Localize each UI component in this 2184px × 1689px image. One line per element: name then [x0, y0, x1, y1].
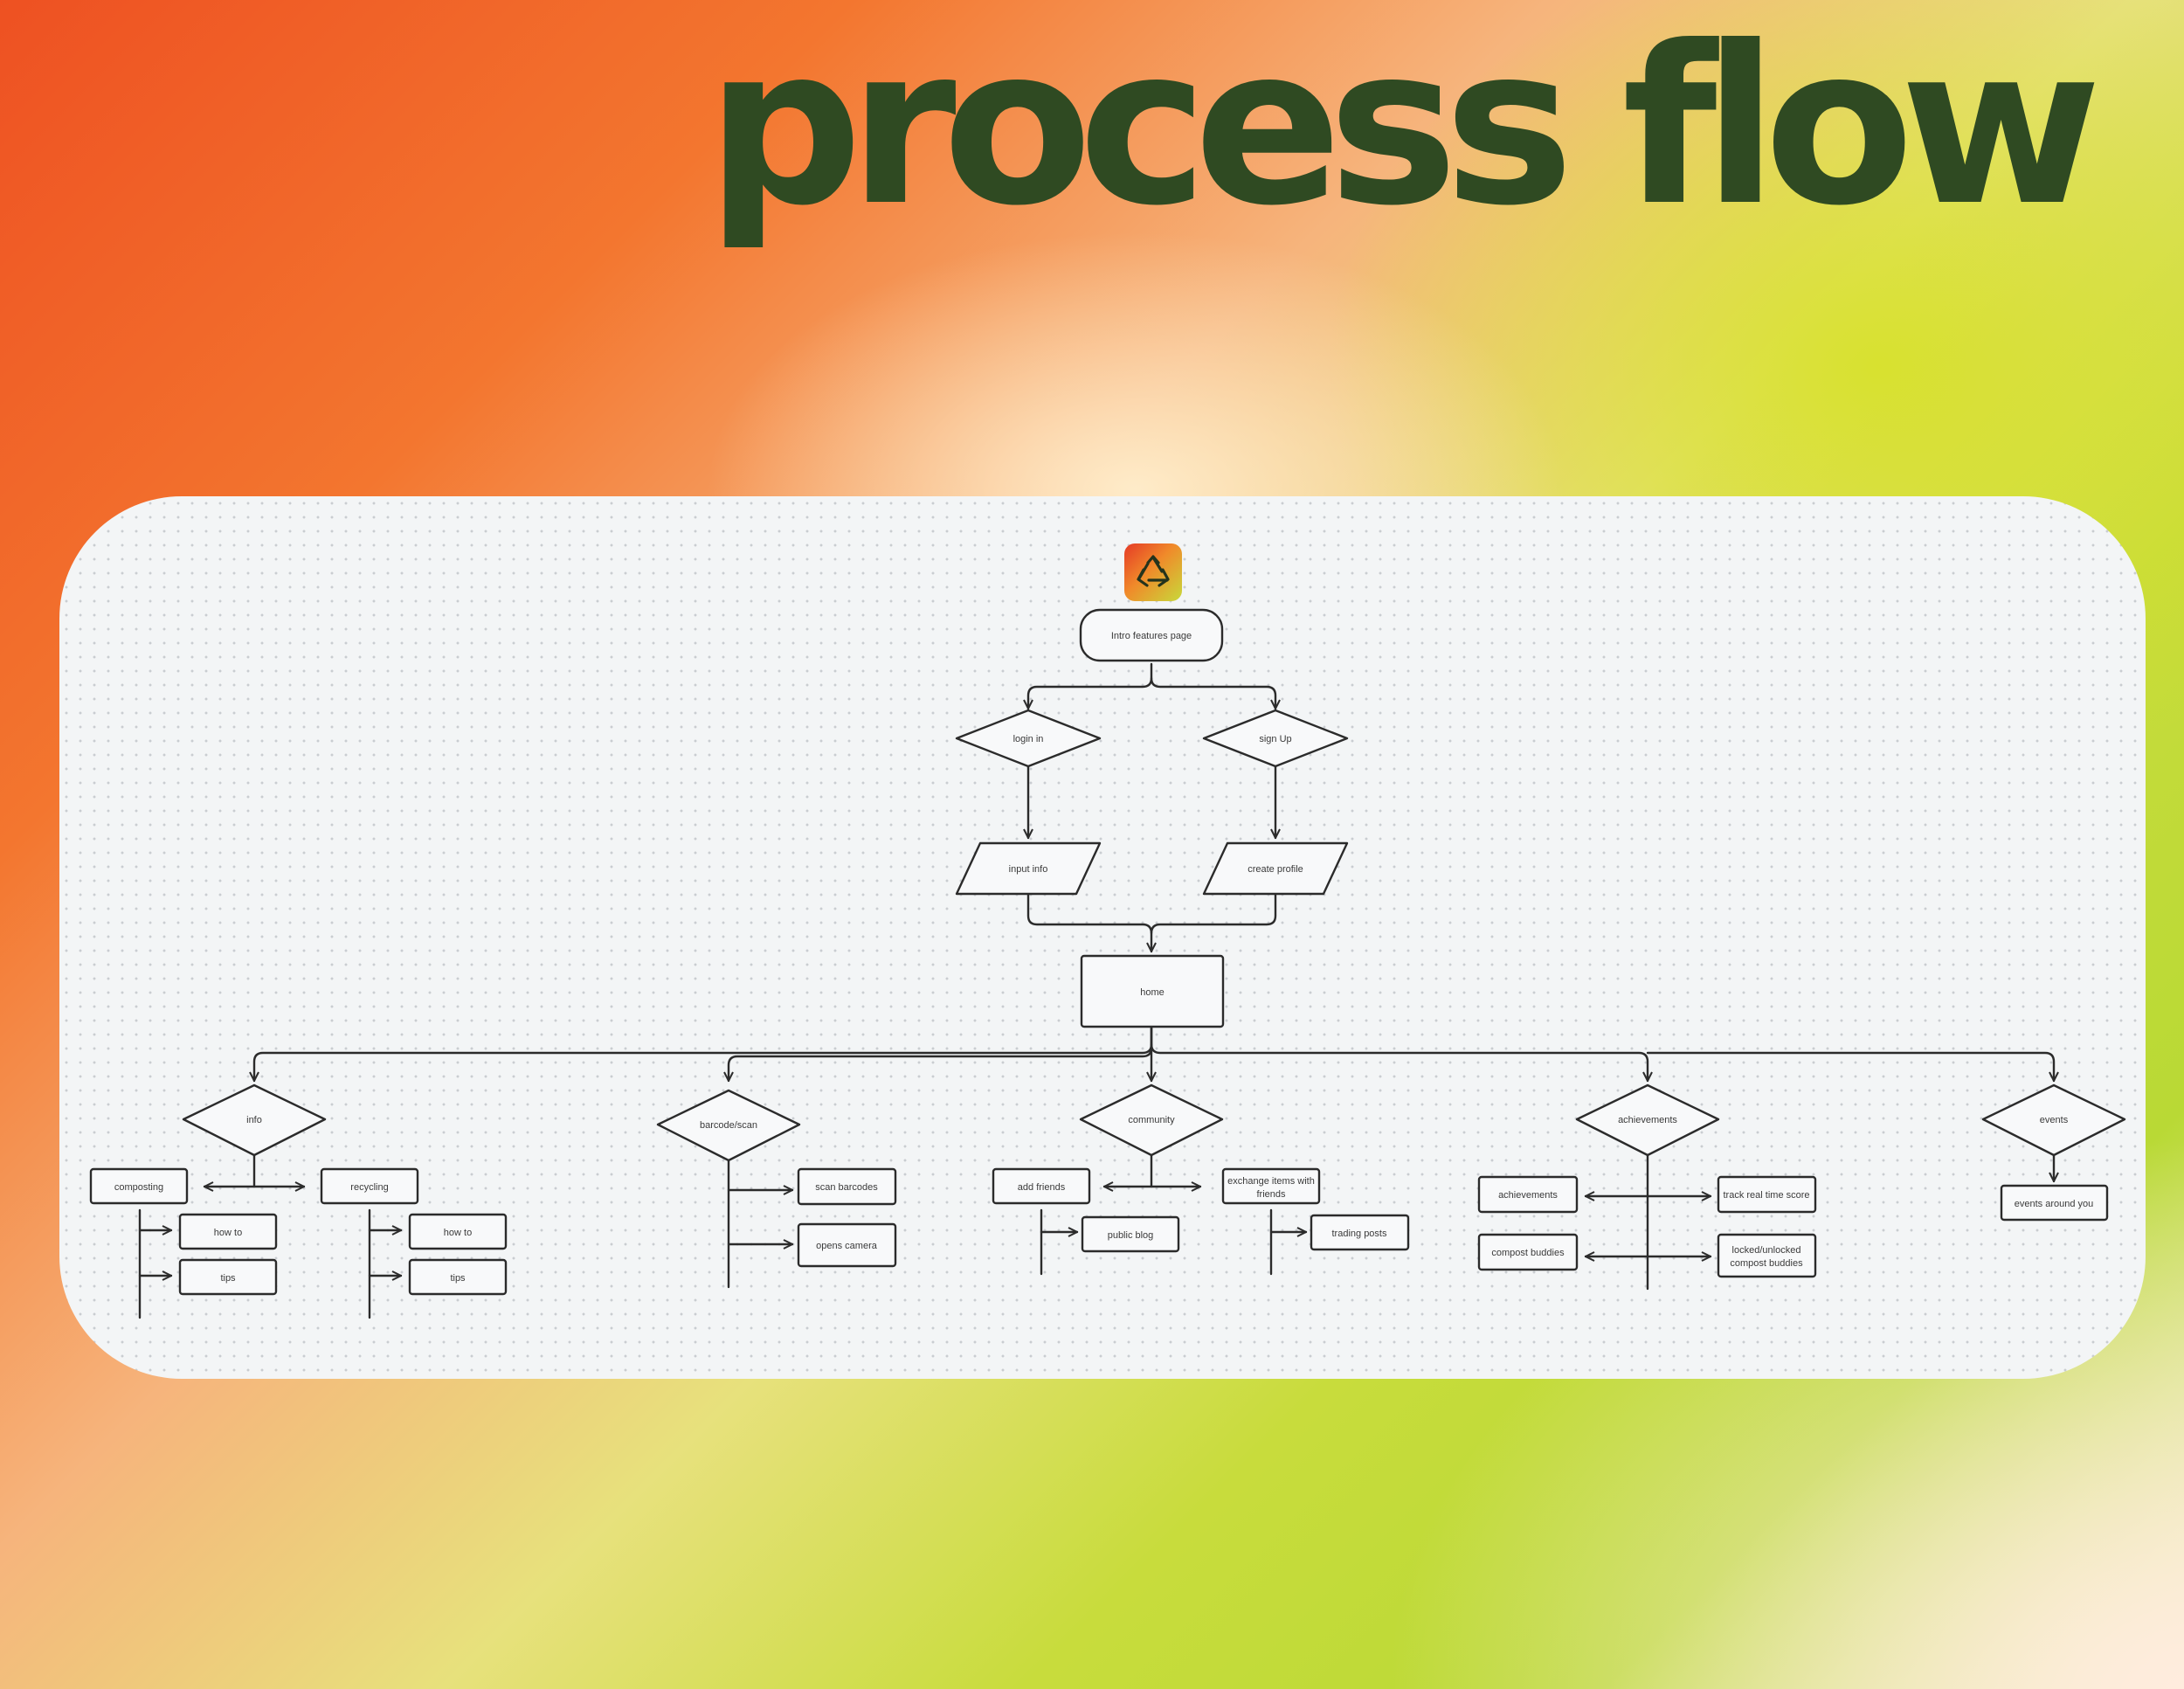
node-events-around-you: events around you — [2000, 1184, 2109, 1222]
svg-text:recycling: recycling — [350, 1182, 388, 1193]
svg-text:home: home — [1140, 987, 1165, 998]
node-achievements-decision: achievements — [1575, 1083, 1720, 1157]
node-recycling-tips: tips — [408, 1258, 508, 1296]
svg-text:compost buddies: compost buddies — [1491, 1248, 1565, 1258]
node-input-info: input info — [955, 841, 1102, 896]
node-achievements-box: achievements — [1477, 1175, 1579, 1214]
node-locked-unlocked-buddies: locked/unlocked compost buddies — [1717, 1233, 1817, 1278]
edge-recycling-tree — [368, 1208, 403, 1319]
edge-achievements-tree — [1584, 1153, 1712, 1291]
svg-text:exchange items with: exchange items with — [1227, 1176, 1315, 1187]
node-compost-buddies: compost buddies — [1477, 1233, 1579, 1271]
node-track-real-time-score: track real time score — [1717, 1175, 1817, 1214]
node-home: home — [1080, 954, 1225, 1028]
svg-text:public blog: public blog — [1108, 1230, 1154, 1241]
svg-text:login in: login in — [1013, 734, 1044, 744]
svg-text:input info: input info — [1009, 864, 1048, 875]
svg-text:friends: friends — [1256, 1189, 1286, 1200]
node-login-decision: login in — [955, 709, 1102, 768]
node-signup-decision: sign Up — [1202, 709, 1349, 768]
svg-text:track real time score: track real time score — [1723, 1190, 1809, 1201]
node-composting: composting — [89, 1167, 189, 1205]
svg-text:Intro features page: Intro features page — [1111, 631, 1192, 641]
svg-text:community: community — [1128, 1115, 1175, 1125]
node-composting-how-to: how to — [178, 1213, 278, 1250]
svg-text:opens camera: opens camera — [816, 1241, 878, 1251]
page-title: process flow — [706, 0, 2102, 253]
edge-merge-to-home — [1026, 892, 1277, 953]
edge-community-split — [1102, 1153, 1202, 1187]
svg-text:barcode/scan: barcode/scan — [700, 1120, 757, 1131]
node-opens-camera: opens camera — [797, 1222, 897, 1268]
node-recycling-how-to: how to — [408, 1213, 508, 1250]
node-recycling: recycling — [320, 1167, 419, 1205]
edge-barcode-tree — [727, 1159, 794, 1289]
node-public-blog: public blog — [1081, 1215, 1180, 1253]
svg-text:tips: tips — [220, 1273, 236, 1284]
edge-exchange-tree — [1269, 1208, 1308, 1276]
svg-text:composting: composting — [114, 1182, 163, 1193]
svg-text:scan barcodes: scan barcodes — [815, 1182, 878, 1193]
node-intro-features: Intro features page — [1079, 608, 1224, 662]
node-exchange-items: exchange items with friends — [1221, 1167, 1321, 1205]
svg-text:locked/unlocked: locked/unlocked — [1732, 1245, 1801, 1256]
svg-text:how to: how to — [214, 1228, 242, 1238]
recycle-icon — [1137, 555, 1170, 587]
svg-text:compost buddies: compost buddies — [1730, 1258, 1803, 1269]
node-composting-tips: tips — [178, 1258, 278, 1296]
svg-text:add friends: add friends — [1018, 1182, 1066, 1193]
edge-friends-tree — [1040, 1208, 1079, 1276]
svg-text:achievements: achievements — [1618, 1115, 1677, 1125]
node-trading-posts: trading posts — [1310, 1214, 1410, 1251]
node-community-decision: community — [1079, 1083, 1224, 1157]
node-add-friends: add friends — [992, 1167, 1091, 1205]
edge-info-split — [203, 1153, 306, 1187]
node-barcode-scan-decision: barcode/scan — [656, 1089, 801, 1162]
node-create-profile: create profile — [1202, 841, 1349, 896]
node-info-decision: info — [182, 1083, 327, 1157]
svg-text:info: info — [246, 1115, 262, 1125]
edge-intro-branch — [1028, 662, 1275, 710]
node-events-decision: events — [1981, 1083, 2126, 1157]
svg-text:create profile: create profile — [1248, 864, 1303, 875]
app-logo — [1124, 543, 1182, 601]
edge-composting-tree — [138, 1208, 173, 1319]
svg-text:tips: tips — [450, 1273, 466, 1284]
svg-text:how to: how to — [444, 1228, 472, 1238]
svg-text:trading posts: trading posts — [1332, 1229, 1387, 1239]
svg-text:achievements: achievements — [1498, 1190, 1558, 1201]
svg-text:events around you: events around you — [2015, 1199, 2094, 1209]
edge-home-bus — [254, 1025, 2054, 1083]
node-scan-barcodes: scan barcodes — [797, 1167, 897, 1206]
svg-text:sign Up: sign Up — [1259, 734, 1291, 744]
svg-text:events: events — [2040, 1115, 2069, 1125]
